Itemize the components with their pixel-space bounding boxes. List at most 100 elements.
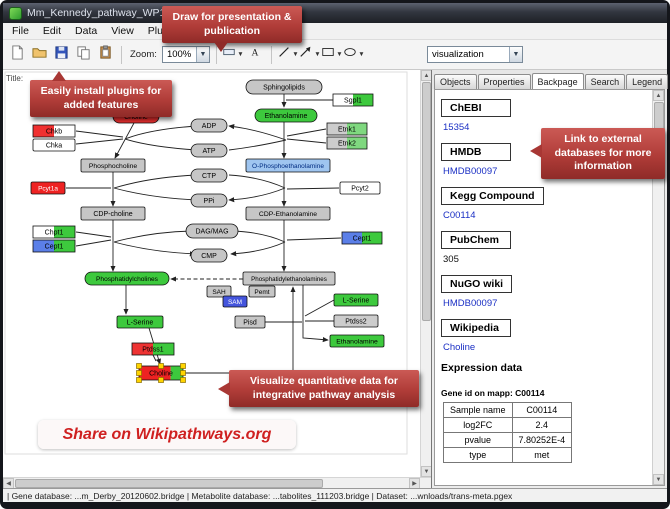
pathway-edge: [228, 187, 286, 203]
node-o-phosphoethanolamine[interactable]: O-Phosphoethanolamine: [245, 158, 331, 173]
node-chka[interactable]: Chka: [32, 138, 76, 152]
selection-handle[interactable]: [158, 363, 164, 369]
node-cmp[interactable]: CMP: [190, 248, 228, 263]
node-choline-selected[interactable]: Choline: [136, 363, 186, 383]
visualization-combo[interactable]: visualization ▼: [427, 46, 523, 63]
node-etnk1[interactable]: Etnk1: [326, 122, 368, 136]
tab-backpage[interactable]: Backpage: [531, 73, 584, 89]
tab-objects[interactable]: Objects: [434, 74, 477, 89]
selection-handle[interactable]: [180, 363, 186, 369]
node-pcyt1a[interactable]: Pcyt1a: [30, 181, 66, 195]
node-cept1-left[interactable]: Cept1: [32, 239, 76, 253]
table-cell: 7.80252E-4: [511, 432, 573, 448]
node-dag-mag[interactable]: DAG/MAG: [185, 223, 239, 239]
node-phosphatidylethanolamines[interactable]: Phosphatidylethanolamines: [242, 271, 336, 286]
label-tool-button[interactable]: A: [245, 45, 265, 65]
menu-item-view[interactable]: View: [111, 25, 134, 37]
callout-link: Link to external databases for more info…: [530, 128, 665, 179]
node-phosphocholine[interactable]: Phosphocholine: [80, 158, 146, 173]
node-pemt[interactable]: Pemt: [248, 285, 276, 298]
selection-handle[interactable]: [180, 370, 186, 376]
menu-item-edit[interactable]: Edit: [42, 25, 62, 37]
tab-properties[interactable]: Properties: [477, 74, 531, 89]
svg-text:Sgpl1: Sgpl1: [344, 97, 362, 104]
table-cell: type: [443, 447, 513, 463]
callout-pointer-down: [214, 42, 228, 53]
node-ctp[interactable]: CTP: [190, 168, 228, 183]
backpage-header-wikipedia: Wikipedia: [441, 319, 511, 337]
svg-text:SAH: SAH: [212, 289, 226, 296]
rect-shape-tool-button[interactable]: ▼: [322, 45, 343, 65]
node-ptdss2[interactable]: Ptdss2: [333, 314, 379, 328]
expression-data-title: Expression data: [441, 362, 523, 374]
backpage-header-hmdb: HMDB: [441, 143, 511, 161]
wikipedia-link[interactable]: Choline: [443, 342, 476, 353]
chebi-link[interactable]: 15354: [443, 122, 470, 133]
pubchem-value: 305: [443, 254, 459, 265]
scrollbar-thumb[interactable]: [422, 82, 431, 321]
save-button[interactable]: [51, 45, 71, 65]
pathway-edge: [75, 239, 112, 247]
node-chpt1[interactable]: Chpt1: [32, 225, 76, 239]
node-sphingolipids[interactable]: Sphingolipids: [245, 79, 323, 95]
nugo-link[interactable]: HMDB00097: [443, 298, 498, 309]
table-row: Sample name C00114: [443, 402, 573, 418]
backpage-section-hmdb: HMDB HMDB00097: [441, 142, 646, 177]
ellipse-shape-tool-button[interactable]: ▼: [344, 45, 365, 65]
node-l-serine-right[interactable]: L-Serine: [333, 293, 379, 307]
selection-handle[interactable]: [136, 370, 142, 376]
node-adp[interactable]: ADP: [190, 118, 228, 133]
node-cdp-ethanolamine[interactable]: CDP-Ethanolamine: [245, 206, 331, 221]
hmdb-link[interactable]: HMDB00097: [443, 166, 498, 177]
callout-plugins: Easily install plugins for added feature…: [30, 71, 172, 118]
node-pcyt2[interactable]: Pcyt2: [339, 181, 381, 195]
open-button[interactable]: [29, 45, 49, 65]
chevron-down-icon[interactable]: ▼: [195, 47, 209, 62]
table-cell: 2.4: [511, 417, 573, 433]
arrow-tool-button[interactable]: ▼: [300, 45, 321, 65]
pathway-edge: [152, 354, 157, 362]
selection-handle[interactable]: [136, 363, 142, 369]
label-icon: A: [248, 45, 262, 64]
line-tool-button[interactable]: ▼: [278, 45, 299, 65]
node-pisd[interactable]: Pisd: [234, 315, 266, 329]
copy-button[interactable]: [73, 45, 93, 65]
node-cept1-right[interactable]: Cept1: [341, 231, 383, 245]
node-chkb[interactable]: Chkb: [32, 124, 76, 138]
node-phosphatidylcholines[interactable]: Phosphatidylcholines: [84, 271, 170, 286]
canvas-vertical-scrollbar[interactable]: ▲ ▼: [420, 70, 432, 477]
node-sah[interactable]: SAH: [206, 285, 232, 298]
tab-legend[interactable]: Legend: [626, 74, 669, 89]
node-cdp-choline[interactable]: CDP-choline: [80, 206, 146, 221]
menu-item-file[interactable]: File: [12, 25, 29, 37]
scroll-down-icon[interactable]: ▼: [653, 474, 664, 485]
scroll-up-icon[interactable]: ▲: [653, 90, 664, 101]
pathway-edge: [286, 128, 327, 137]
scrollbar-thumb[interactable]: [15, 479, 324, 488]
canvas-horizontal-scrollbar[interactable]: ◀ ▶: [3, 477, 431, 489]
node-ethanolamine-top[interactable]: Ethanolamine: [254, 108, 318, 123]
paste-button[interactable]: [95, 44, 115, 65]
node-ppi[interactable]: PPi: [190, 193, 228, 208]
node-l-serine-left[interactable]: L-Serine: [116, 315, 164, 329]
node-atp[interactable]: ATP: [190, 143, 228, 158]
menu-item-data[interactable]: Data: [75, 25, 98, 37]
tab-search[interactable]: Search: [584, 74, 626, 89]
chevron-down-icon[interactable]: ▼: [509, 47, 522, 62]
node-ethanolamine-bottom[interactable]: Ethanolamine: [329, 334, 385, 348]
selection-handle[interactable]: [158, 377, 164, 383]
node-etnk2[interactable]: Etnk2: [326, 136, 368, 150]
selection-handle[interactable]: [136, 377, 142, 383]
pathway-edge: [228, 139, 287, 151]
node-sgpl1[interactable]: Sgpl1: [332, 93, 374, 107]
zoom-combo[interactable]: 100% ▼: [161, 46, 210, 63]
kegg-link[interactable]: C00114: [443, 210, 476, 221]
svg-text:Ethanolamine: Ethanolamine: [265, 113, 308, 120]
node-ptdss1[interactable]: Ptdss1: [131, 342, 175, 356]
svg-text:Sphingolipids: Sphingolipids: [263, 84, 305, 91]
selection-handle[interactable]: [180, 377, 186, 383]
new-file-button[interactable]: [7, 44, 27, 65]
node-sam[interactable]: SAM: [222, 295, 248, 308]
